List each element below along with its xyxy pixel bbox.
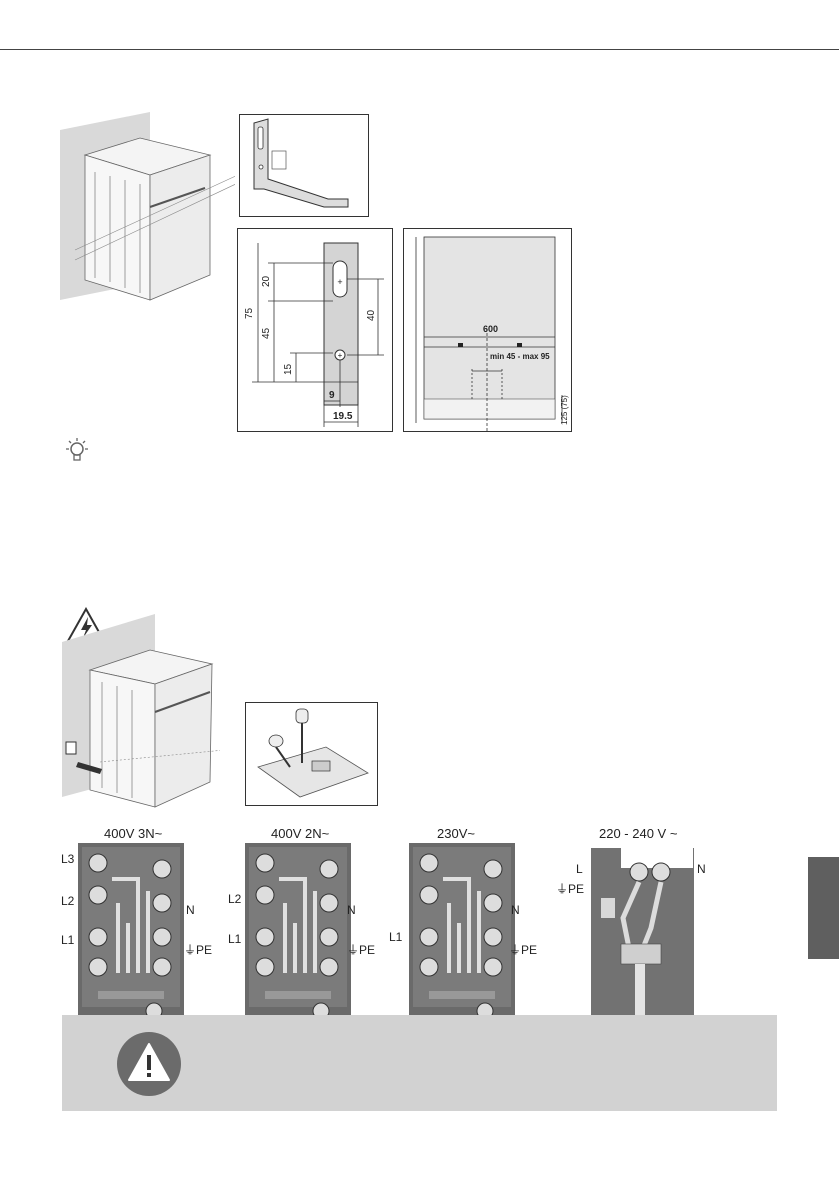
dim-125: 125 (75) [560, 395, 569, 425]
earth-icon: ⏚ [184, 943, 197, 957]
diagram-3-label-pe: ⏚PE [509, 943, 538, 957]
diagram-3-label-n: N [511, 903, 520, 917]
bracket-dimension-drawing: + + 20 75 45 15 40 9 19.5 [244, 242, 384, 427]
wall-mounting-dimension-drawing: 600 min 45 - max 95 125 (75) [415, 236, 569, 431]
svg-text:+: + [338, 351, 343, 360]
warning-exclamation-icon [117, 1032, 181, 1096]
diagram-2-label-pe: ⏚PE [347, 943, 376, 957]
dim-75: 75 [244, 307, 255, 319]
diagram-2-title: 400V 2N~ [271, 826, 330, 841]
diagram-3-title: 230V~ [437, 826, 475, 841]
cooker-wall-illustration [60, 112, 235, 301]
diagram-2-label-l1: L1 [228, 932, 242, 946]
anti-tilt-bracket-illustration [253, 118, 349, 208]
cooker-connection-illustration [62, 614, 220, 808]
diagram-1-label-l3: L3 [61, 852, 75, 866]
diagram-1-label-n: N [186, 903, 195, 917]
diagram-4-label-pe: ⏚PE [556, 882, 585, 896]
top-rule [0, 49, 839, 50]
dim-min-max: min 45 - max 95 [490, 352, 550, 361]
terminal-block-400v-3n [78, 843, 184, 1026]
terminal-block-220-240v [591, 848, 694, 1026]
wall-dimensions-box: 600 min 45 - max 95 125 (75) [403, 228, 572, 432]
lightbulb-icon [66, 438, 88, 461]
dim-19-5: 19.5 [333, 411, 353, 422]
svg-text:+: + [337, 277, 342, 287]
diagram-2-label-l2: L2 [228, 892, 242, 906]
terminal-block-230v [409, 843, 515, 1026]
diagram-4-label-n: N [697, 862, 706, 876]
diagram-2-label-n: N [347, 903, 356, 917]
terminal-block-400v-2n [245, 843, 351, 1026]
diagram-4-title: 220 - 240 V ~ [599, 826, 678, 841]
diagram-1-label-l2: L2 [61, 894, 75, 908]
diagram-1-label-pe: ⏚PE [184, 943, 213, 957]
diagram-1-label-l1: L1 [61, 933, 75, 947]
chapter-side-tab [808, 857, 839, 959]
bracket-dimensions-box: + + 20 75 45 15 40 9 19.5 [237, 228, 393, 432]
dim-40: 40 [366, 309, 377, 321]
earth-icon: ⏚ [347, 943, 360, 957]
earth-icon: ⏚ [509, 943, 522, 957]
earth-icon: ⏚ [556, 882, 569, 896]
dim-45: 45 [261, 327, 272, 339]
dim-15: 15 [283, 363, 294, 375]
dim-9: 9 [329, 390, 335, 401]
warning-notice-band [62, 1015, 777, 1111]
dim-600: 600 [483, 324, 498, 334]
diagram-4-label-l: L [576, 862, 583, 876]
terminal-access-detail-box [245, 702, 378, 806]
bracket-detail-box [239, 114, 369, 217]
diagram-1-title: 400V 3N~ [104, 826, 163, 841]
dim-20: 20 [261, 275, 272, 287]
screwdriver-detail-illustration [257, 708, 369, 798]
diagram-3-label-l1: L1 [389, 930, 403, 944]
